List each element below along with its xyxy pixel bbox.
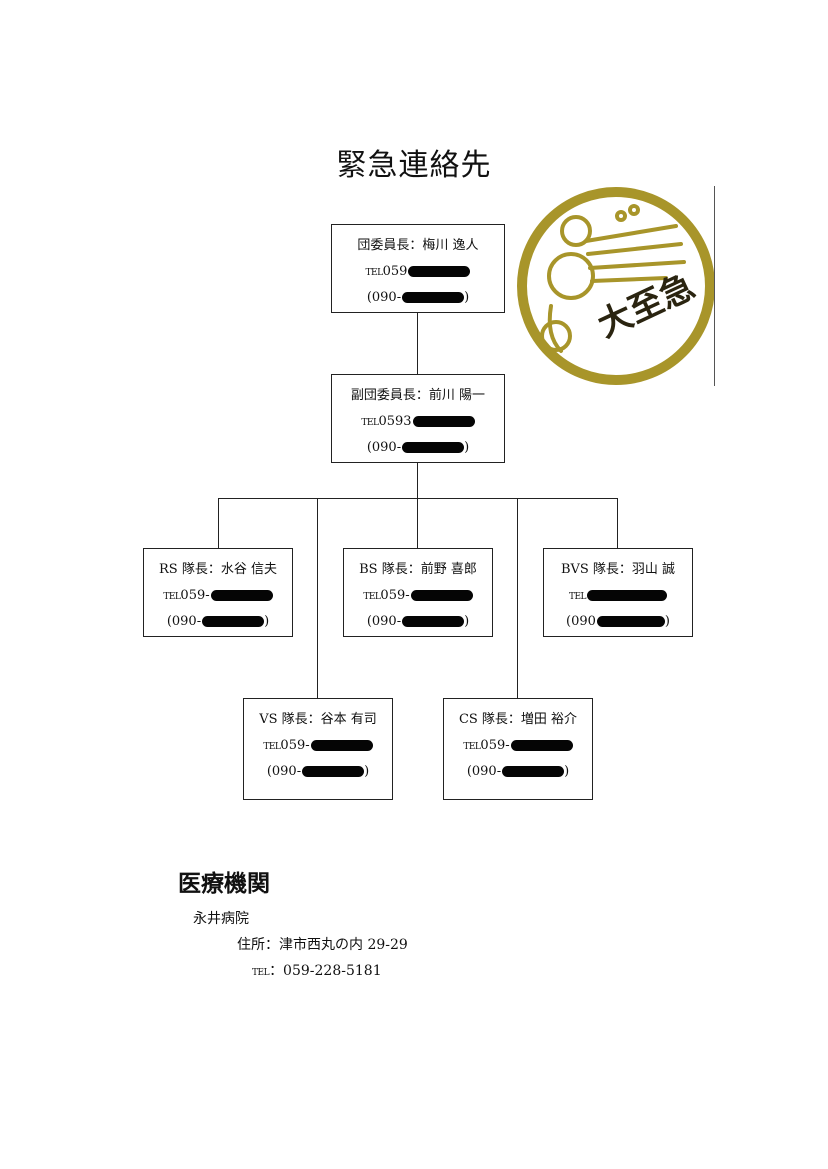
page-title: 緊急連絡先 xyxy=(336,148,492,183)
contact-card-vs: VS 隊長：谷本 有司 TEL059- (090-) xyxy=(243,698,393,800)
contact-card-vice-chairman: 副団委員長：前川 陽一 TEL0593 (090-) xyxy=(331,374,505,463)
redaction-mark xyxy=(510,740,573,751)
redaction-mark xyxy=(302,766,365,777)
redaction-mark xyxy=(410,590,473,601)
margin-line xyxy=(714,186,715,386)
hospital-name: 永井病院 xyxy=(193,911,249,927)
mobile-row: (090-) xyxy=(366,614,470,629)
redaction-mark xyxy=(310,740,373,751)
redaction-mark xyxy=(202,616,265,627)
phone-row: TEL059- xyxy=(444,733,592,759)
phone-row: TEL xyxy=(544,583,692,609)
redaction-mark xyxy=(408,266,471,277)
phone-row: TEL059 xyxy=(332,259,504,285)
connector xyxy=(617,498,618,548)
mobile-row: (090) xyxy=(566,614,670,629)
mobile-row: (090-) xyxy=(366,290,470,305)
mobile-row: (090-) xyxy=(166,614,270,629)
role-label: BS 隊長：前野 喜郎 xyxy=(359,562,477,577)
phone-row: TEL059- xyxy=(344,583,492,609)
mobile-row: (090-) xyxy=(366,440,470,455)
redaction-mark xyxy=(502,766,565,777)
connector xyxy=(218,498,618,499)
role-label: 副団委員長：前川 陽一 xyxy=(350,388,486,403)
mobile-row: (090-) xyxy=(466,764,570,779)
contact-card-rs: RS 隊長：水谷 信夫 TEL059- (090-) xyxy=(143,548,293,637)
hospital-address: 住所：津市西丸の内 29-29 xyxy=(237,937,408,953)
role-label: BVS 隊長：羽山 誠 xyxy=(560,562,676,577)
contact-card-cs: CS 隊長：増田 裕介 TEL059- (090-) xyxy=(443,698,593,800)
role-label: VS 隊長：谷本 有司 xyxy=(259,712,377,727)
role-label: RS 隊長：水谷 信夫 xyxy=(159,562,277,577)
redaction-mark xyxy=(596,616,665,627)
redaction-mark xyxy=(402,292,465,303)
redaction-mark xyxy=(587,590,668,601)
contact-card-chairman: 団委員長：梅川 逸人 TEL059 (090-) xyxy=(331,224,505,313)
redaction-mark xyxy=(402,442,465,453)
role-label: 団委員長：梅川 逸人 xyxy=(357,238,479,253)
role-label: CS 隊長：増田 裕介 xyxy=(458,712,578,727)
redaction-mark xyxy=(412,416,475,427)
hospital-phone: TEL：059-228-5181 xyxy=(252,963,382,979)
phone-row: TEL0593 xyxy=(332,409,504,435)
connector xyxy=(417,462,418,499)
contact-card-bs: BS 隊長：前野 喜郎 TEL059- (090-) xyxy=(343,548,493,637)
contact-card-bvs: BVS 隊長：羽山 誠 TEL (090) xyxy=(543,548,693,637)
connector xyxy=(517,498,518,698)
urgent-stamp-icon: 大至急 xyxy=(517,187,715,385)
phone-row: TEL059- xyxy=(244,733,392,759)
connector xyxy=(317,498,318,698)
connector xyxy=(417,498,418,548)
medical-heading: 医療機関 xyxy=(178,871,270,897)
connector xyxy=(218,498,219,548)
mobile-row: (090-) xyxy=(266,764,370,779)
phone-row: TEL059- xyxy=(144,583,292,609)
redaction-mark xyxy=(402,616,465,627)
connector xyxy=(417,312,418,374)
redaction-mark xyxy=(210,590,273,601)
